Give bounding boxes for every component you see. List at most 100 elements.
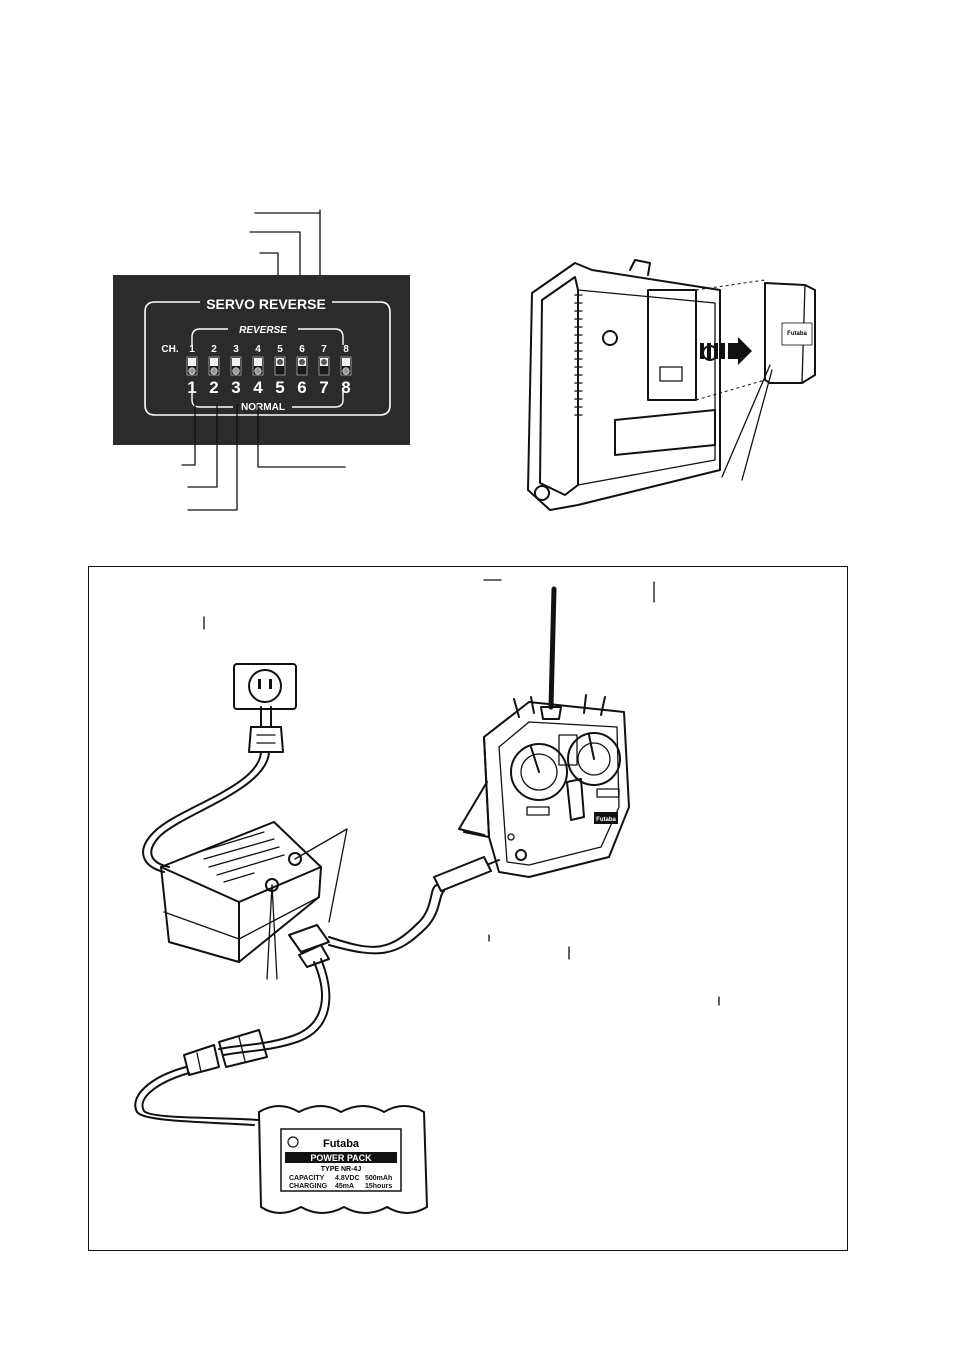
switch-2 [530,696,535,714]
center-meter [558,734,578,766]
battery-cord [218,961,323,1050]
case-back-panel [577,289,716,486]
insert-arrow [700,337,752,365]
side-knob [507,833,515,841]
rf-module-label [781,322,813,346]
channel-number-bottom-7: 7 [319,378,328,397]
charger-output-connectors [288,924,330,968]
tx-charge-cord-2 [328,890,445,955]
case-window [614,409,716,456]
channel-number-bottom-1: 1 [187,378,196,397]
battery-line1-bg [285,1152,397,1163]
channel-number-bottom-4: 4 [253,378,263,397]
antenna [548,586,557,710]
antenna-base [540,706,562,720]
charger-label-lines [198,831,285,883]
transmitter-front: Futaba [458,586,630,878]
battery-line2: TYPE NR-4J [321,1166,362,1173]
led-pointer-1b [328,828,348,923]
case-bevel [539,276,579,496]
normal-bracket-right [292,390,344,408]
tx-charge-plug [433,856,492,892]
channel-number-bottom-3: 3 [231,378,240,397]
module-pointer-1 [721,364,771,478]
transmitter-back-figure: Futaba [520,255,850,520]
transmitter-brand: Futaba [596,817,616,823]
reverse-bracket-right [298,328,344,345]
knob-left [602,330,618,346]
channel-number-top-7: 7 [321,344,327,355]
ac-cord-2 [150,751,270,868]
dip-switches [186,356,352,376]
led-pointer-2b [271,884,278,980]
module-slot [647,289,697,401]
battery-lead [134,1066,255,1126]
rf-module-brand: Futaba [787,331,807,337]
battery-row2-time: 15hours [365,1183,392,1190]
led-pointer-1a [294,828,348,860]
switch-3 [583,694,587,714]
transmitter-stand [458,781,488,836]
channel-number-top-3: 3 [233,344,239,355]
channel-prefix: CH. [161,344,178,355]
dip-switch-ch4[interactable] [252,356,264,376]
tx-charge-cord [328,884,438,948]
normal-bracket-left [191,390,233,408]
case-foot [534,485,550,501]
charge-jack [515,849,527,861]
battery-brand: Futaba [323,1138,360,1150]
dip-switch-ch3[interactable] [230,356,242,376]
left-trim [526,806,550,816]
battery-row1-label: CAPACITY [289,1175,325,1182]
channel-number-top-2: 2 [211,344,217,355]
channel-number-top-1: 1 [189,344,195,355]
servo-reverse-title: SERVO REVERSE [206,296,326,312]
wall-outlet [233,663,297,710]
transmitter-side [463,736,490,838]
dip-switch-ch7[interactable] [318,356,330,376]
battery-cord-2 [223,958,331,1056]
channel-number-top-8: 8 [343,344,349,355]
rf-module [764,282,816,384]
dip-switch-ch8[interactable] [340,356,352,376]
channel-number-bottom-5: 5 [275,378,284,397]
transmitter-brand-plate [594,812,618,824]
channel-number-bottom-2: 2 [209,378,218,397]
battery-lead-2 [141,1072,260,1121]
dip-switch-ch5[interactable] [274,356,286,376]
center-handle [566,778,585,821]
battery-connector-pair [183,1029,268,1076]
battery-row2-label: CHARGING [289,1183,328,1190]
normal-label: NORMAL [241,402,285,413]
module-pointer-2 [741,369,773,481]
channel-number-top-4: 4 [255,344,261,355]
battery-row1-cap: 500mAh [365,1175,392,1182]
projection-line-2 [695,379,766,401]
switch-1 [513,698,520,718]
switch-4 [600,696,606,716]
battery-row2-current: 45mA [335,1183,354,1190]
leader-line-bottom-1 [181,399,196,466]
dip-switch-ch1[interactable] [186,356,198,376]
transmitter-case-front [483,701,630,878]
channel-number-top-6: 6 [299,344,305,355]
case-handle [629,259,651,276]
dip-switch-ch6[interactable] [296,356,308,376]
leader-line-bottom-3 [187,404,238,511]
dip-switch-ch2[interactable] [208,356,220,376]
ac-plug [248,706,284,753]
channel-number-top-5: 5 [277,344,283,355]
ac-cord [142,751,262,873]
transmitter-back-svg: Futaba [527,259,816,511]
right-trim [596,788,620,798]
channel-number-bottom-6: 6 [297,378,306,397]
led-pointer-2a [266,884,273,980]
left-stick [530,746,540,773]
case-ridges [574,294,583,416]
charging-diagram-frame: Futaba POWER PACK TYPE NR-4J CAPACITY 4.… [88,566,848,1251]
right-stick [588,734,595,760]
battery-row1-volt: 4.8VDC [335,1175,360,1182]
